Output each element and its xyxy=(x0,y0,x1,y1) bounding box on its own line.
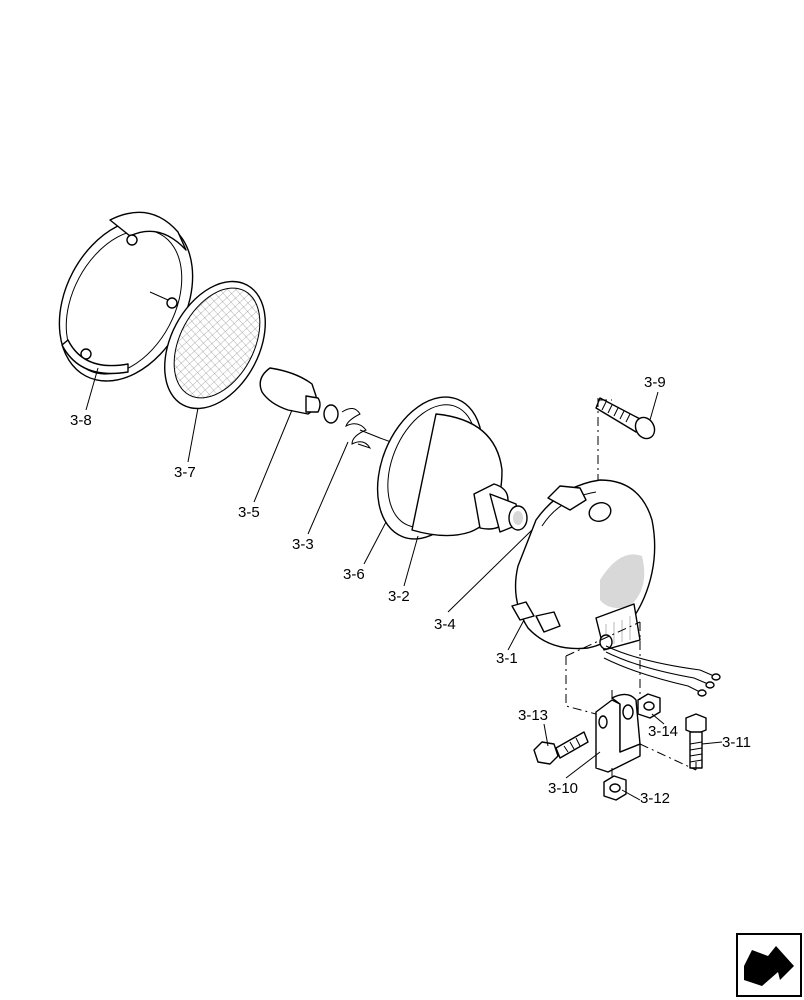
nut-part xyxy=(637,693,661,719)
callout-3-12: 3-12 xyxy=(640,790,670,807)
bezel-ring-part xyxy=(58,211,194,382)
callout-3-5: 3-5 xyxy=(238,504,260,521)
callout-3-13: 3-13 xyxy=(518,707,548,724)
callout-3-10: 3-10 xyxy=(548,780,578,797)
callout-3-11: 3-11 xyxy=(722,734,751,751)
bulb-part xyxy=(259,367,321,415)
callout-3-7: 3-7 xyxy=(174,464,196,481)
lamp-housing-part xyxy=(511,479,721,697)
bolt-part xyxy=(533,731,589,765)
callout-3-1: 3-1 xyxy=(496,650,518,667)
callout-3-8: 3-8 xyxy=(70,412,92,429)
leader-lines xyxy=(85,367,723,801)
callout-3-9: 3-9 xyxy=(644,374,666,391)
bolt-part xyxy=(685,713,707,769)
reflector-part xyxy=(376,396,528,540)
callout-3-2: 3-2 xyxy=(388,588,410,605)
nut-part xyxy=(603,775,627,801)
callout-3-14: 3-14 xyxy=(648,723,678,740)
lens-part xyxy=(164,280,266,410)
bracket-part xyxy=(595,693,641,773)
assembly-centerlines xyxy=(565,398,697,780)
callout-3-6: 3-6 xyxy=(343,566,365,583)
next-page-arrow-icon[interactable] xyxy=(736,933,802,997)
screw-part xyxy=(595,397,656,440)
callout-3-3: 3-3 xyxy=(292,536,314,553)
callout-3-4: 3-4 xyxy=(434,616,456,633)
